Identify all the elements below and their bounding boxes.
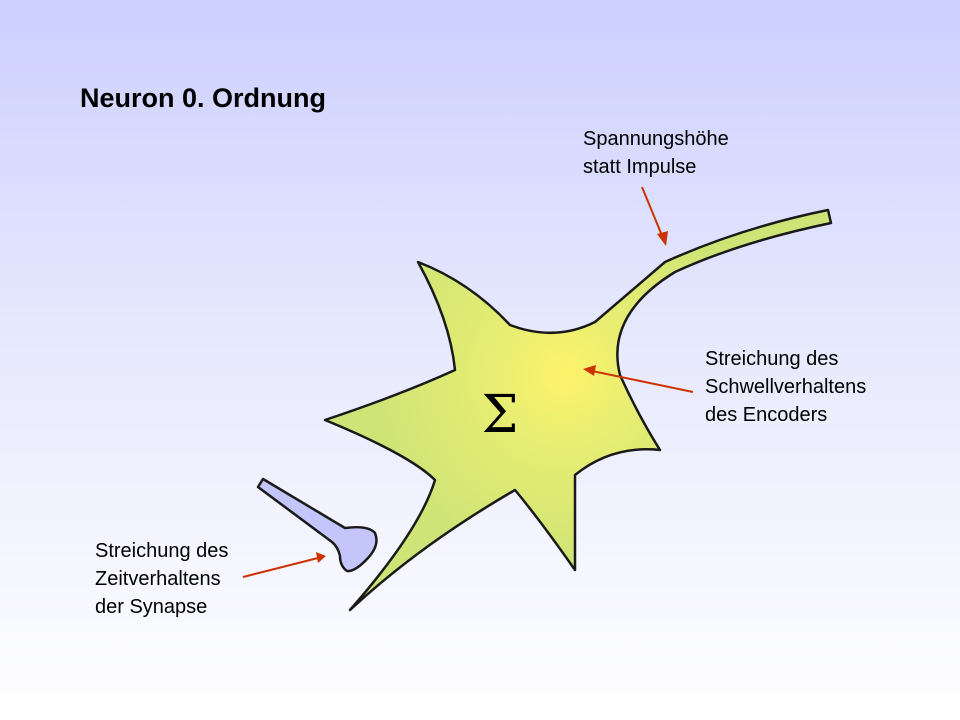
annotation-soma: Streichung des Schwellverhaltens des Enc…: [705, 345, 866, 429]
annotation-synapse: Streichung des Zeitverhaltens der Synaps…: [95, 537, 228, 621]
sigma-symbol: Σ: [482, 385, 519, 445]
annotation-soma-line-2: Schwellverhaltens: [705, 376, 867, 398]
neuron-body: [323, 208, 833, 612]
annotation-axon-line-2: statt Impulse: [583, 156, 697, 178]
annotation-axon-line-1: Spannungshöhe: [583, 128, 729, 150]
annotation-synapse-line-3: der Synapse: [95, 596, 208, 618]
annotation-synapse-line-1: Streichung des: [95, 540, 229, 562]
synapse-terminal: [256, 477, 378, 573]
annotation-axon: Spannungshöhe statt Impulse: [583, 125, 729, 181]
diagram-title: Neuron 0. Ordnung: [80, 83, 326, 113]
annotation-synapse-line-2: Zeitverhaltens: [95, 568, 221, 590]
arrow-axon: [641, 186, 668, 246]
arrow-soma: [583, 365, 694, 393]
annotation-soma-line-3: des Encoders: [705, 404, 828, 426]
annotation-soma-line-1: Streichung des: [705, 348, 839, 370]
arrow-synapse: [242, 552, 326, 578]
